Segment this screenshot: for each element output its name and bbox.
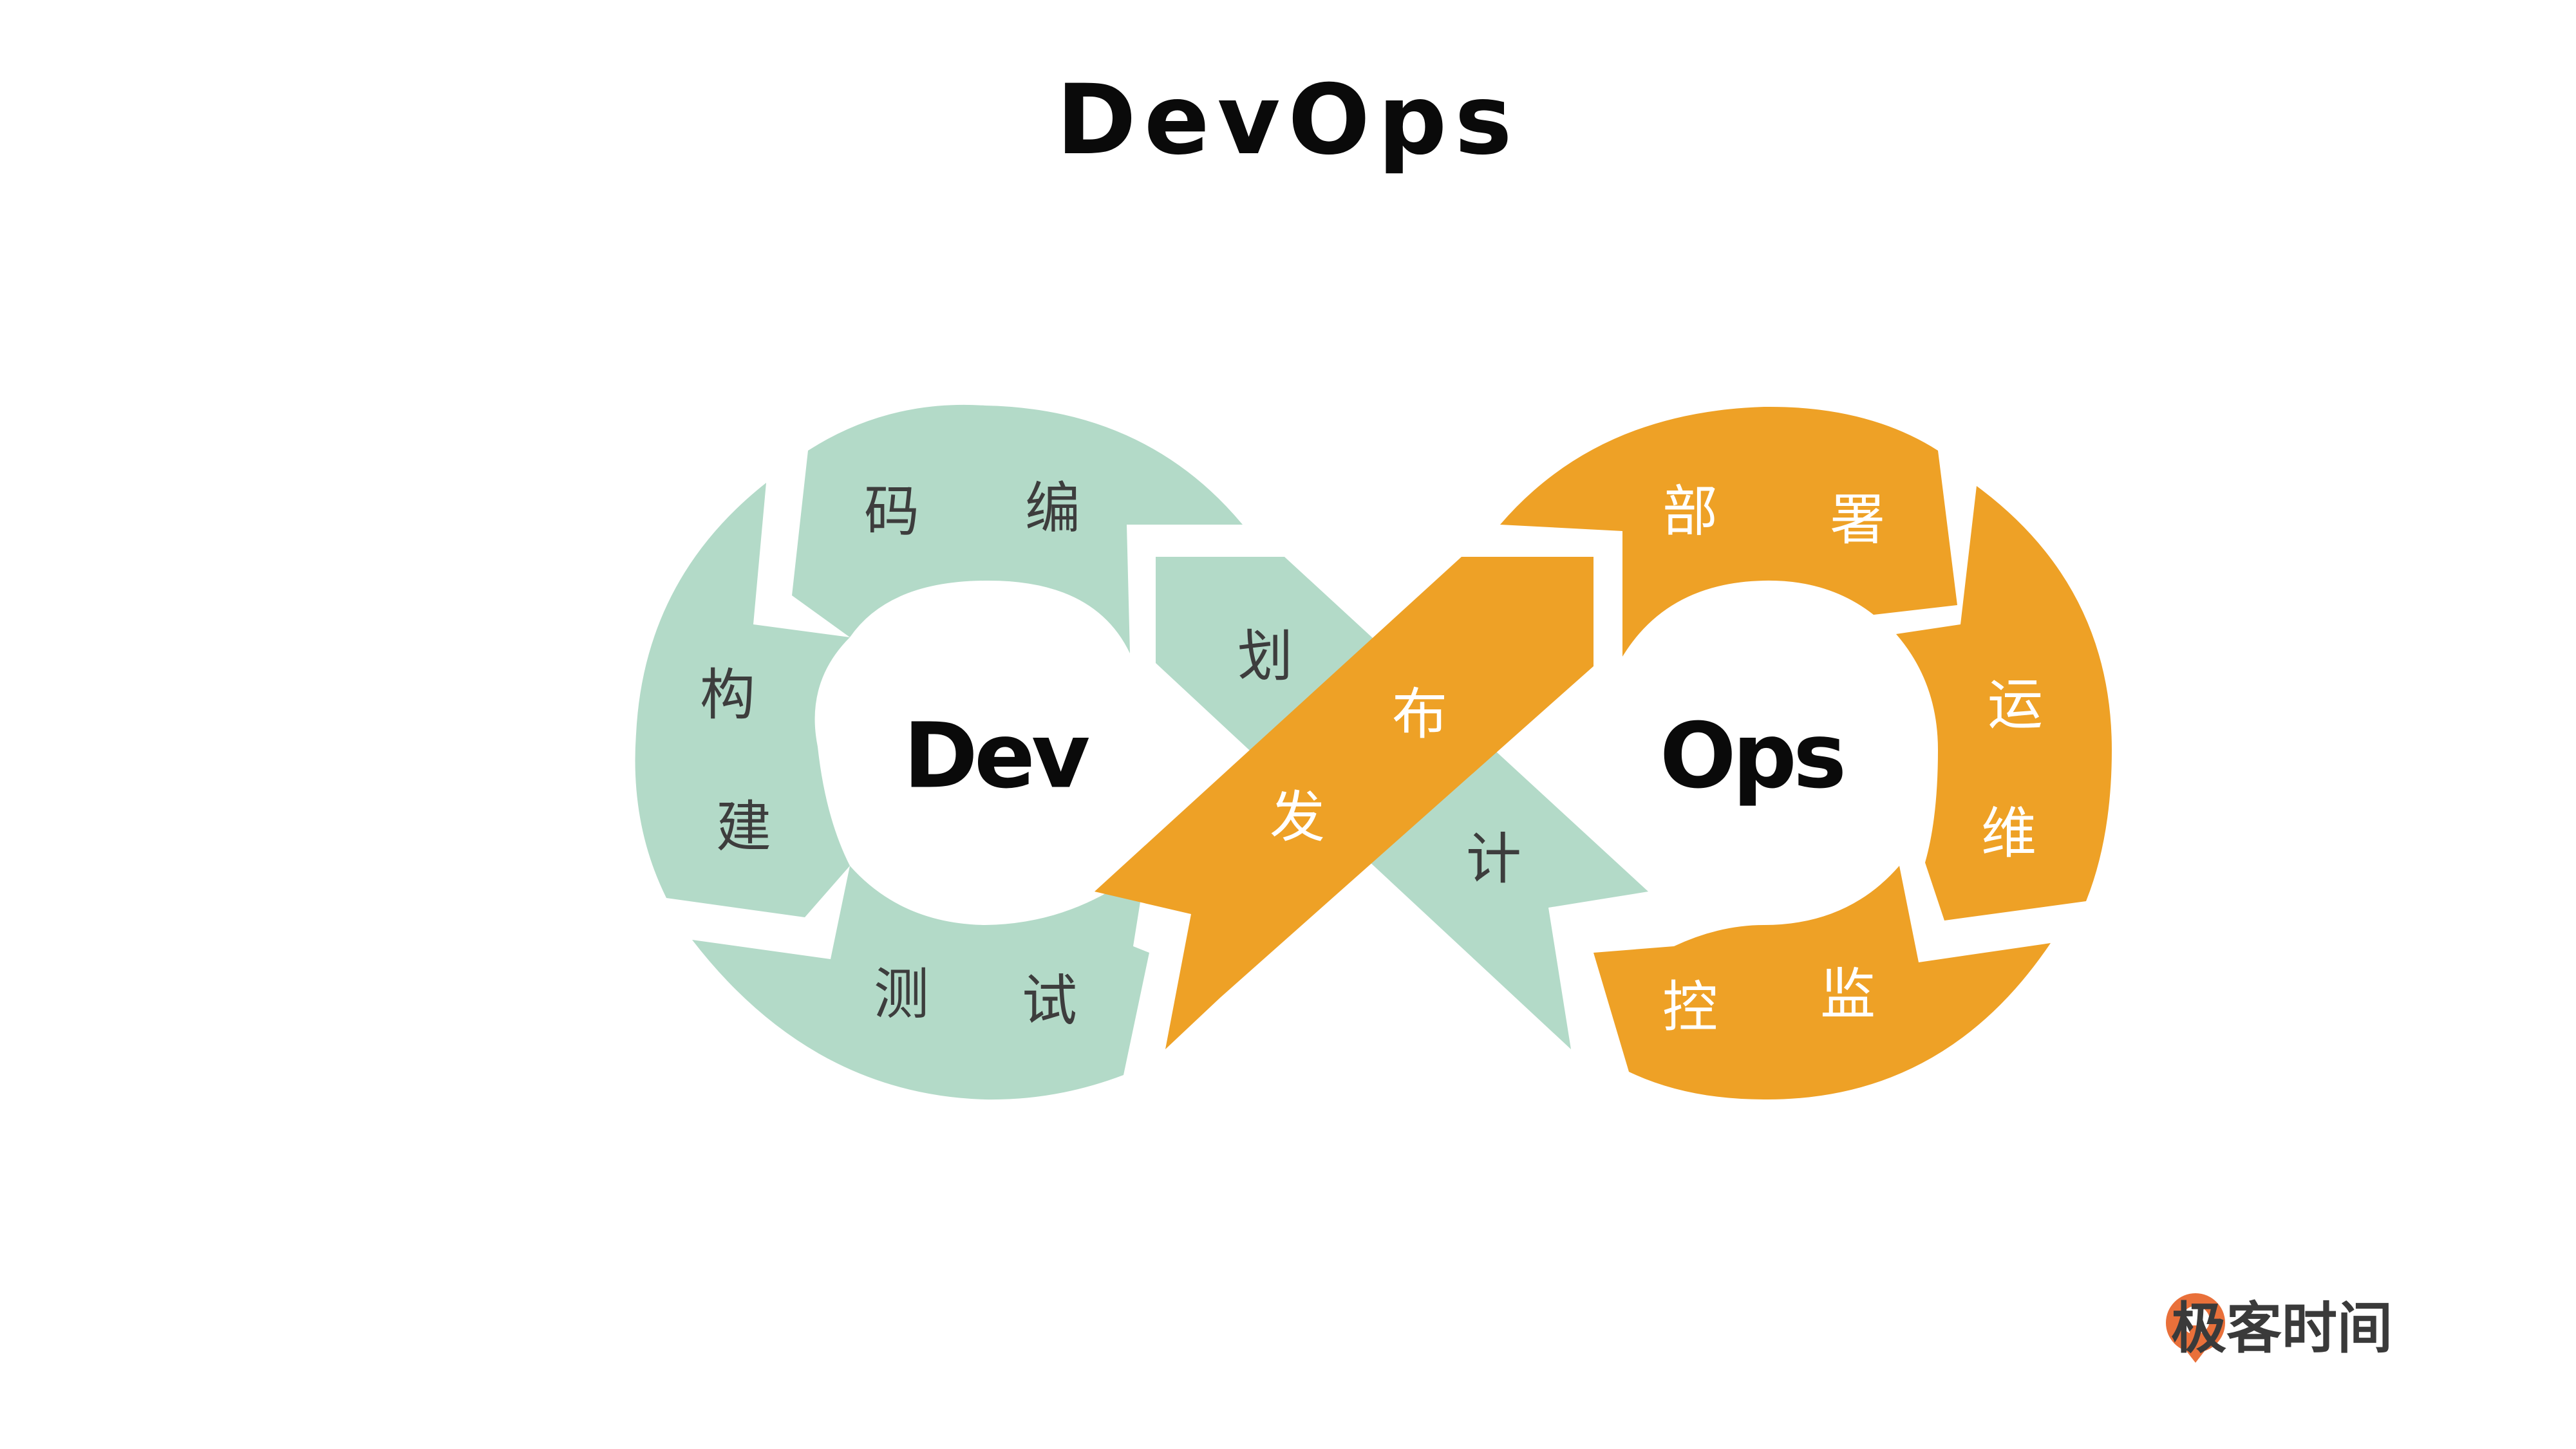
- stage-label-release-2: 布: [1392, 682, 1447, 747]
- dev-segment-build: [635, 483, 850, 917]
- stage-label-monitor-2: 控: [1662, 975, 1718, 1040]
- ops-hub-label: Ops: [1659, 704, 1847, 809]
- stage-label-test-2: 试: [1022, 969, 1077, 1033]
- stage-label-operate-2: 维: [1981, 801, 2036, 866]
- stage-label-build-2: 建: [716, 795, 771, 859]
- stage-label-deploy-2: 署: [1830, 488, 1885, 552]
- stage-label-code-2: 码: [864, 480, 919, 544]
- stage-label-plan-2: 划: [1237, 624, 1293, 689]
- stage-label-monitor-1: 监: [1820, 962, 1876, 1027]
- geektime-logo-icon: [2166, 1293, 2225, 1363]
- brand: 极客时间: [2163, 1284, 2393, 1361]
- stage-label-deploy-1: 部: [1662, 480, 1718, 544]
- ops-segment-monitor: [1594, 866, 2051, 1100]
- brand-name: 极客时间: [2171, 1296, 2393, 1361]
- dev-hub-label: Dev: [903, 704, 1090, 809]
- dev-loop: [635, 404, 1648, 1100]
- stage-label-operate-1: 运: [1988, 673, 2043, 737]
- dev-segment-test: [692, 866, 1149, 1100]
- stage-label-build-1: 构: [700, 663, 755, 727]
- stage-label-plan-1: 计: [1466, 827, 1521, 892]
- stage-label-release-1: 发: [1270, 785, 1325, 850]
- ops-segment-deploy: [1500, 406, 1957, 657]
- dev-segment-code: [792, 404, 1243, 653]
- stage-label-test-1: 测: [874, 962, 929, 1027]
- ops-segment-operate: [1896, 486, 2112, 921]
- ops-loop: [1095, 406, 2112, 1100]
- stage-label-code-1: 编: [1025, 476, 1080, 541]
- page-title: DevOps: [1056, 64, 1520, 176]
- release-arrow: [1095, 557, 1594, 1049]
